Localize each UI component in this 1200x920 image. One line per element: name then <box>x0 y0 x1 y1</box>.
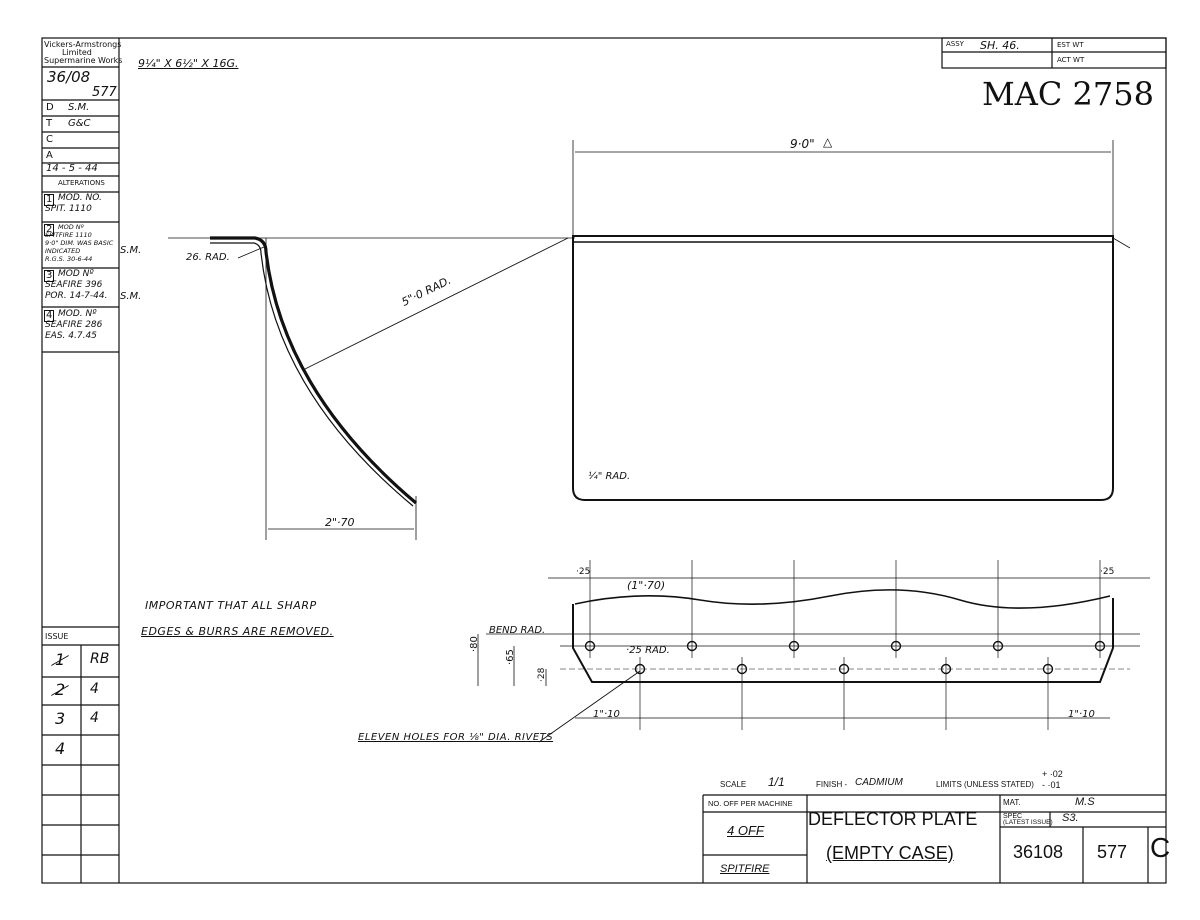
dim-80-label: ·80 <box>469 636 480 652</box>
part-number: 36108 <box>1013 842 1064 862</box>
plan-view <box>572 140 1131 501</box>
sheet-border <box>41 37 1167 884</box>
drawing-title: DEFLECTOR PLATE <box>808 809 978 829</box>
scale-value: 1/1 <box>768 775 785 789</box>
signoff-value: G&C <box>68 118 91 129</box>
alteration-number: 1 <box>44 194 55 206</box>
signoff-value: S.M. <box>68 102 90 113</box>
alteration-number: 4 <box>44 310 55 322</box>
issue-initials: 4 <box>90 681 99 697</box>
signoff-key: A <box>46 150 53 161</box>
signoff-key: D <box>46 102 54 113</box>
drawing-ref-top: 36/08 <box>47 68 91 86</box>
alteration-text: EAS. 4.7.45 <box>45 331 97 341</box>
material-label: MAT. <box>1003 798 1021 807</box>
width-270-label: 2"·70 <box>325 516 355 529</box>
alteration-initials: S.M. <box>120 245 142 256</box>
alteration-number: 2 <box>44 224 55 236</box>
alteration-text: 9·0" DIM. WAS BASIC <box>45 239 114 247</box>
pitch-170-label: (1"·70) <box>627 579 666 592</box>
rivet-edge-view <box>477 577 1150 743</box>
machine-value: SPITFIRE <box>720 863 770 875</box>
finish-label: FINISH - <box>816 780 848 789</box>
spec-label: SPEC <box>1003 813 1023 820</box>
assy-value: SH. 46. <box>980 39 1020 52</box>
end-110-left-label: 1"·10 <box>593 709 620 720</box>
issue-label: ISSUE <box>45 632 69 641</box>
rivet-holes <box>584 560 1106 730</box>
quantity-value: 4 OFF <box>727 823 764 838</box>
end-25-right-label: ·25 <box>1100 567 1115 577</box>
alteration-text: SEAFIRE 396 <box>45 280 103 290</box>
alteration-text: INDICATED <box>45 247 81 255</box>
alteration-text: MOD. NO. <box>58 193 102 203</box>
est-wt-label: EST WT <box>1057 41 1084 49</box>
important-note-line1: IMPORTANT THAT ALL SHARP <box>145 599 317 612</box>
corner-radius-label: ¼" RAD. <box>588 471 631 482</box>
deflector-profile <box>210 236 418 505</box>
issue-initials: RB <box>90 651 110 667</box>
alteration-text: SPIT. 1110 <box>45 204 92 214</box>
limits-plus: + ·02 <box>1042 769 1063 779</box>
radius-leader <box>302 237 569 371</box>
alteration-initials: S.M. <box>120 291 142 302</box>
alteration-text: POR. 14-7-44. <box>45 291 108 301</box>
end-25-left-label: ·25 <box>576 567 591 577</box>
issue-number: 4 <box>55 739 66 758</box>
issue-number: 2 <box>55 680 66 699</box>
material-size: 9¼" X 6½" X 16G. <box>138 57 239 70</box>
limits-minus: - ·01 <box>1042 780 1061 790</box>
signoff-key: C <box>46 134 53 145</box>
spec-value: S3. <box>1062 812 1079 824</box>
material-value: M.S <box>1075 796 1095 808</box>
bend-radius-label: BEND RAD. <box>489 625 546 636</box>
issue-number: 1 <box>55 650 66 669</box>
company-works: Supermarine Works <box>44 56 123 65</box>
drawing-ref-sub: 577 <box>92 85 117 100</box>
break-line <box>574 589 1111 609</box>
assy-label: ASSY <box>946 40 964 48</box>
important-note-line2: EDGES & BURRS ARE REMOVED. <box>141 625 334 638</box>
alteration-text: SEAFIRE 286 <box>45 320 103 330</box>
dim-65-label: ·65 <box>505 649 516 665</box>
alteration-text: MOD Nº <box>58 269 94 279</box>
alteration-number: 3 <box>44 270 55 282</box>
alteration-text: SPITFIRE 1110 <box>45 231 92 239</box>
issue-number: 3 <box>55 709 66 728</box>
company-status: Limited <box>62 48 92 57</box>
alterations-label: ALTERATIONS <box>58 179 105 187</box>
alteration-text: MOD. Nº <box>58 309 97 319</box>
drawing-date: 14 - 5 - 44 <box>46 163 98 174</box>
plate-outline <box>572 235 1114 501</box>
per-machine-label: NO. OFF PER MACHINE <box>708 799 793 808</box>
end-110-right-label: 1"·10 <box>1068 709 1095 720</box>
drawing-subtitle: (EMPTY CASE) <box>826 843 954 863</box>
issue-initials: 4 <box>90 710 99 726</box>
signoff-key: T <box>46 118 53 129</box>
revision-triangle: △ <box>823 135 833 149</box>
holes-note: ELEVEN HOLES FOR ⅛" DIA. RIVETS <box>358 732 554 743</box>
header-box <box>941 37 1167 69</box>
part-sub-number: 577 <box>1097 842 1128 862</box>
finish-value: CADMIUM <box>855 777 903 788</box>
scale-label: SCALE <box>720 780 747 789</box>
mac-number: MAC 2758 <box>982 75 1154 113</box>
alteration-text: R.G.S. 30-6-44 <box>45 255 93 263</box>
company-name: Vickers-Armstrongs <box>44 40 122 49</box>
hole-radius-label: ·25 RAD. <box>626 645 670 656</box>
edge-outline <box>572 598 1114 683</box>
limits-label: LIMITS (UNLESS STATED) <box>936 780 1034 789</box>
spec-sub-label: (LATEST ISSUE) <box>1003 819 1053 826</box>
act-wt-label: ACT WT <box>1057 56 1085 64</box>
bend-radius-26-label: 26. RAD. <box>186 252 230 263</box>
holes-leader <box>538 670 641 743</box>
alteration-text: MOD Nº <box>58 223 84 231</box>
side-profile-view <box>168 236 575 540</box>
overall-length-label: 9·0" <box>790 137 815 151</box>
drawing-size-letter: C <box>1150 832 1171 863</box>
dim-28-label: ·28 <box>537 667 547 682</box>
